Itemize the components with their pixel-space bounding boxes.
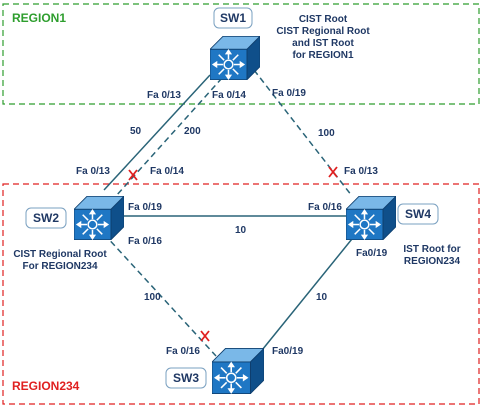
switch-sw3[interactable]: SW3 xyxy=(165,348,264,394)
layer3-switch-icon xyxy=(74,196,124,240)
region234-box xyxy=(2,183,480,405)
port-label: Fa 0/19 xyxy=(272,88,306,99)
sw4-note-line: REGION234 xyxy=(404,256,461,267)
port-label: Fa0/19 xyxy=(272,346,304,357)
link-cost: 100 xyxy=(318,128,335,139)
link-cost: 10 xyxy=(316,292,328,303)
sw1-note-line: CIST Regional Root xyxy=(276,26,370,37)
sw2-note: CIST Regional Root For REGION234 xyxy=(13,249,107,272)
sw1-note-line: for REGION1 xyxy=(292,50,354,61)
x-mark-icon xyxy=(200,330,210,342)
port-label: Fa 0/19 xyxy=(128,202,162,213)
port-label: Fa 0/16 xyxy=(308,202,342,213)
sw2-label-bg xyxy=(25,207,67,229)
sw1-label-bg xyxy=(213,7,253,29)
x-mark-icon xyxy=(128,169,138,181)
switch-sw4[interactable]: SW4 xyxy=(346,196,439,240)
sw1-label: SW1 xyxy=(220,11,246,25)
port-label: Fa 0/13 xyxy=(344,166,378,177)
region234-label: REGION234 xyxy=(12,379,80,393)
sw1-note: CIST Root CIST Regional Root and IST Roo… xyxy=(276,14,370,61)
sw4-note-line: IST Root for xyxy=(403,244,460,255)
port-label: Fa 0/14 xyxy=(150,166,184,177)
sw3-label-bg xyxy=(165,367,207,389)
layer3-switch-icon xyxy=(210,36,260,80)
sw4-note: IST Root for REGION234 xyxy=(403,244,460,267)
port-label: Fa 0/16 xyxy=(166,346,200,357)
link-sw1-sw2-a xyxy=(103,74,211,191)
region1-label: REGION1 xyxy=(12,11,66,25)
link-cost: 100 xyxy=(144,292,161,303)
sw2-label: SW2 xyxy=(33,211,59,225)
link-sw4-sw3 xyxy=(253,233,357,361)
port-label: Fa 0/14 xyxy=(212,90,246,101)
layer3-switch-icon xyxy=(346,196,396,240)
sw3-label: SW3 xyxy=(173,371,199,385)
link-cost: 200 xyxy=(184,126,201,137)
sw4-label: SW4 xyxy=(405,207,431,221)
port-label: Fa 0/16 xyxy=(128,236,162,247)
port-label: Fa 0/13 xyxy=(76,166,110,177)
layer3-switch-icon xyxy=(212,348,264,394)
link-cost: 10 xyxy=(235,225,247,236)
sw1-note-line: CIST Root xyxy=(299,14,348,25)
link-sw2-sw3 xyxy=(103,233,217,357)
sw2-note-line: For REGION234 xyxy=(22,261,97,272)
switch-sw1[interactable]: SW1 xyxy=(210,7,260,80)
port-label: Fa0/19 xyxy=(356,248,388,259)
port-label: Fa 0/13 xyxy=(147,90,181,101)
sw1-note-line: and IST Root xyxy=(292,38,354,49)
region1-box xyxy=(2,3,480,105)
link-cost: 50 xyxy=(130,126,142,137)
switch-sw2[interactable]: SW2 xyxy=(25,196,124,240)
sw4-label-bg xyxy=(397,203,439,225)
sw2-note-line: CIST Regional Root xyxy=(13,249,107,260)
x-mark-icon xyxy=(328,166,338,178)
